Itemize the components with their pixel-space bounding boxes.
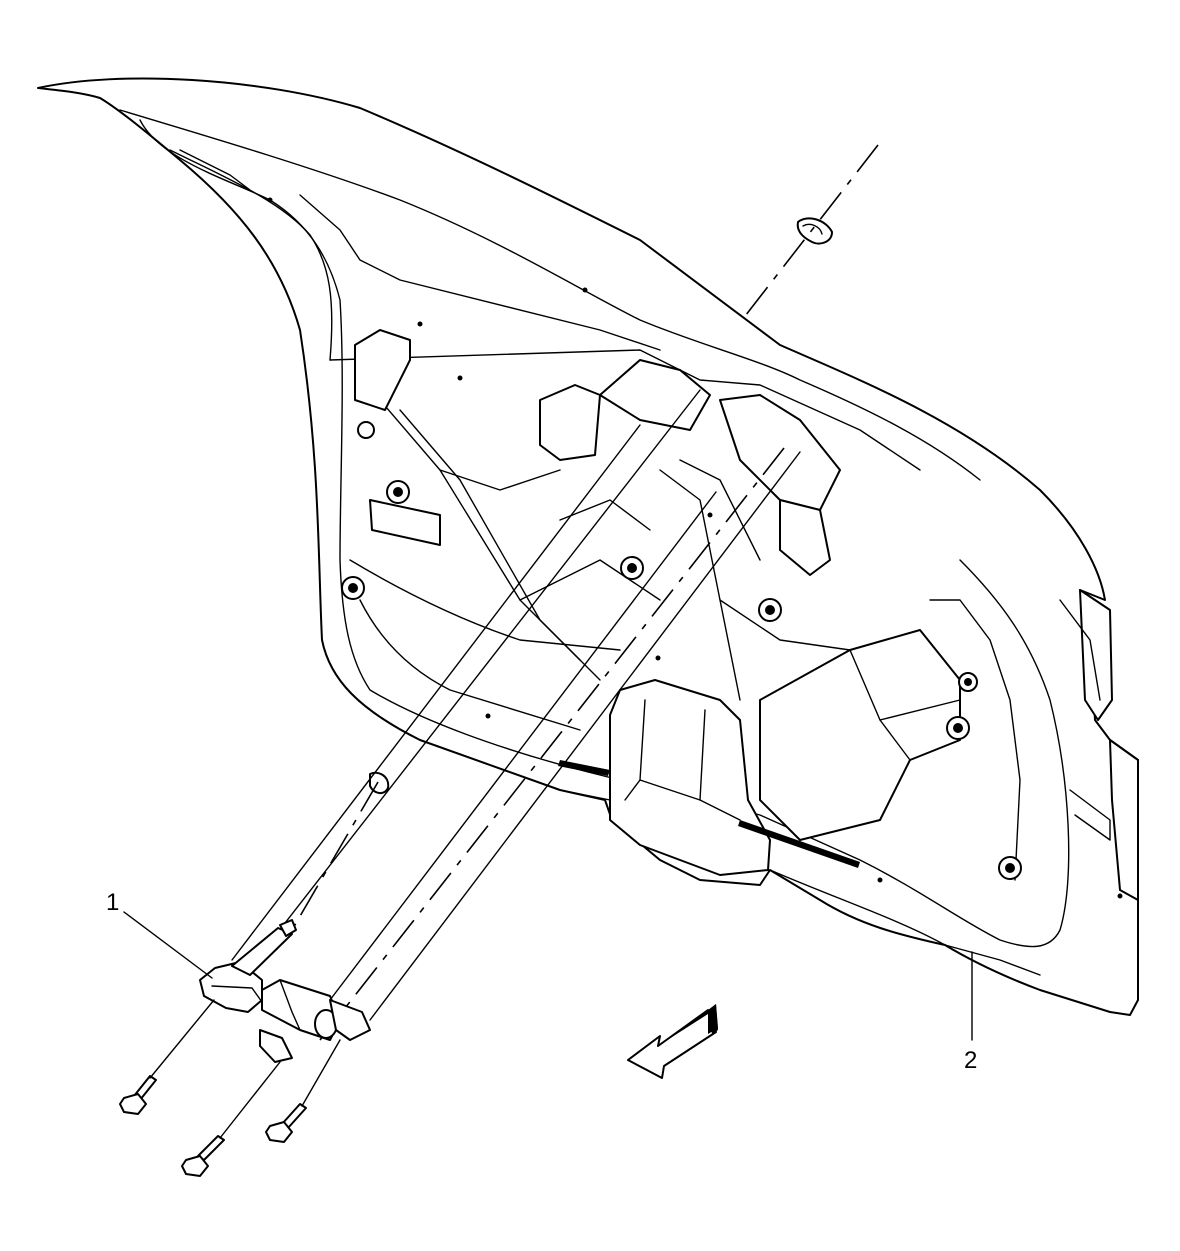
mounting-bolts [119,999,341,1177]
callout-2: 2 [964,951,977,1074]
bolt-middle [181,1135,225,1177]
front-direction-arrow [627,1004,718,1079]
alignment-lines [231,144,879,1041]
latch-actuator [199,919,371,1063]
liftgate-panel [37,77,1139,1016]
callout-2-label: 2 [964,1047,977,1074]
bolt-right [265,1103,307,1143]
callout-1: 1 [106,889,213,979]
grommet-upper [796,217,833,245]
bolt-left [119,1075,157,1115]
callout-1-label: 1 [106,889,119,916]
panel-bosses [267,197,1123,899]
